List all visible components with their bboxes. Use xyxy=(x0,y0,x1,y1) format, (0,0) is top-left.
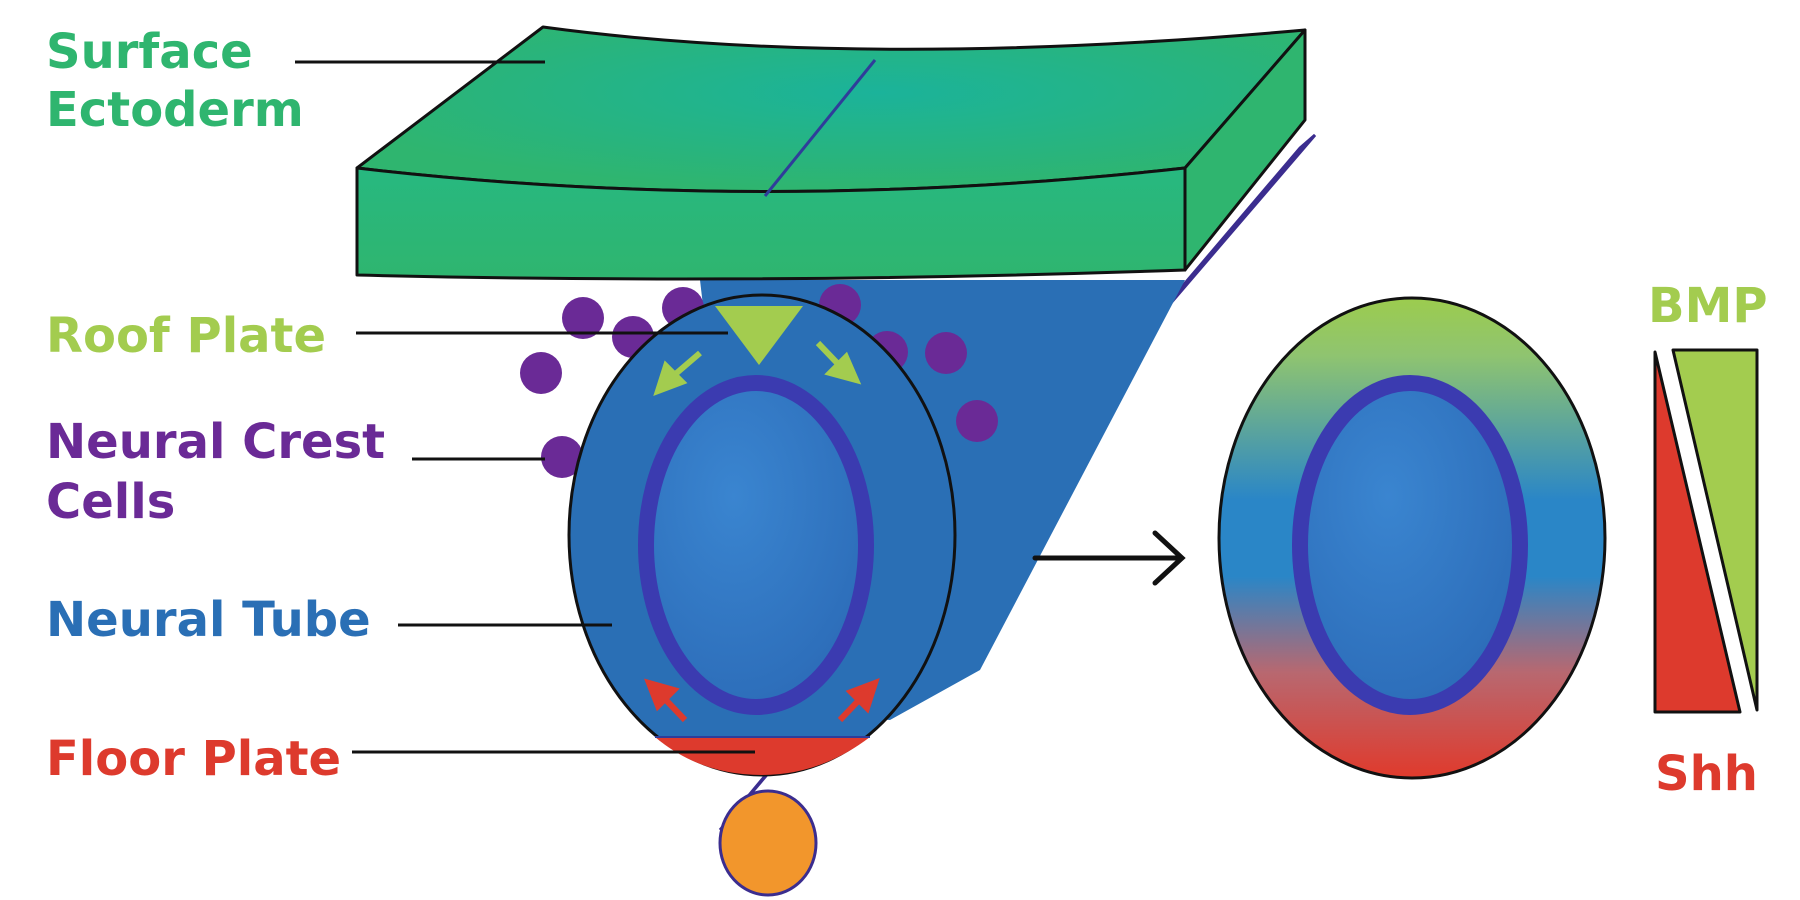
neural-tube xyxy=(567,293,957,777)
surface-ectoderm-top-face xyxy=(355,25,1307,193)
neural-crest-cell xyxy=(956,400,998,442)
label-neural-crest-line2: Cells xyxy=(46,474,175,530)
leader-lines xyxy=(295,60,755,754)
labels: Surface Ectoderm Roof Plate Neural Crest… xyxy=(46,24,1768,802)
neural-tube-lumen xyxy=(638,375,874,715)
neural-crest-cell xyxy=(520,352,562,394)
roof-plate-region xyxy=(715,306,803,365)
neural-crest-cell xyxy=(562,297,604,339)
label-bmp: BMP xyxy=(1648,278,1768,334)
neural-crest-cell xyxy=(541,436,583,478)
floor-plate-signal-arrows xyxy=(644,678,880,723)
surface-ectoderm-front-face xyxy=(355,166,1187,281)
floor-plate-region xyxy=(655,737,870,775)
label-neural-crest-line1: Neural Crest xyxy=(46,414,385,470)
gradient-section-lumen xyxy=(1292,375,1528,715)
roof-plate-signal-arrows xyxy=(653,340,862,396)
surface-ectoderm xyxy=(355,25,1307,281)
label-surface-ectoderm-line2: Ectoderm xyxy=(46,82,304,138)
notochord-end-cap xyxy=(718,789,818,897)
gradient-cross-section xyxy=(1217,296,1607,780)
label-shh: Shh xyxy=(1655,746,1758,802)
label-floor-plate: Floor Plate xyxy=(46,731,341,787)
shh-gradient-wedge xyxy=(1653,350,1742,714)
surface-ectoderm-midline xyxy=(763,59,877,197)
label-roof-plate: Roof Plate xyxy=(46,308,326,364)
morphogen-gradient-wedges xyxy=(1653,348,1759,714)
bmp-gradient-wedge xyxy=(1671,348,1759,712)
transform-arrow xyxy=(1032,530,1186,586)
label-neural-tube: Neural Tube xyxy=(46,592,371,648)
label-surface-ectoderm-line1: Surface xyxy=(46,24,253,80)
neural-crest-cell xyxy=(925,332,967,374)
